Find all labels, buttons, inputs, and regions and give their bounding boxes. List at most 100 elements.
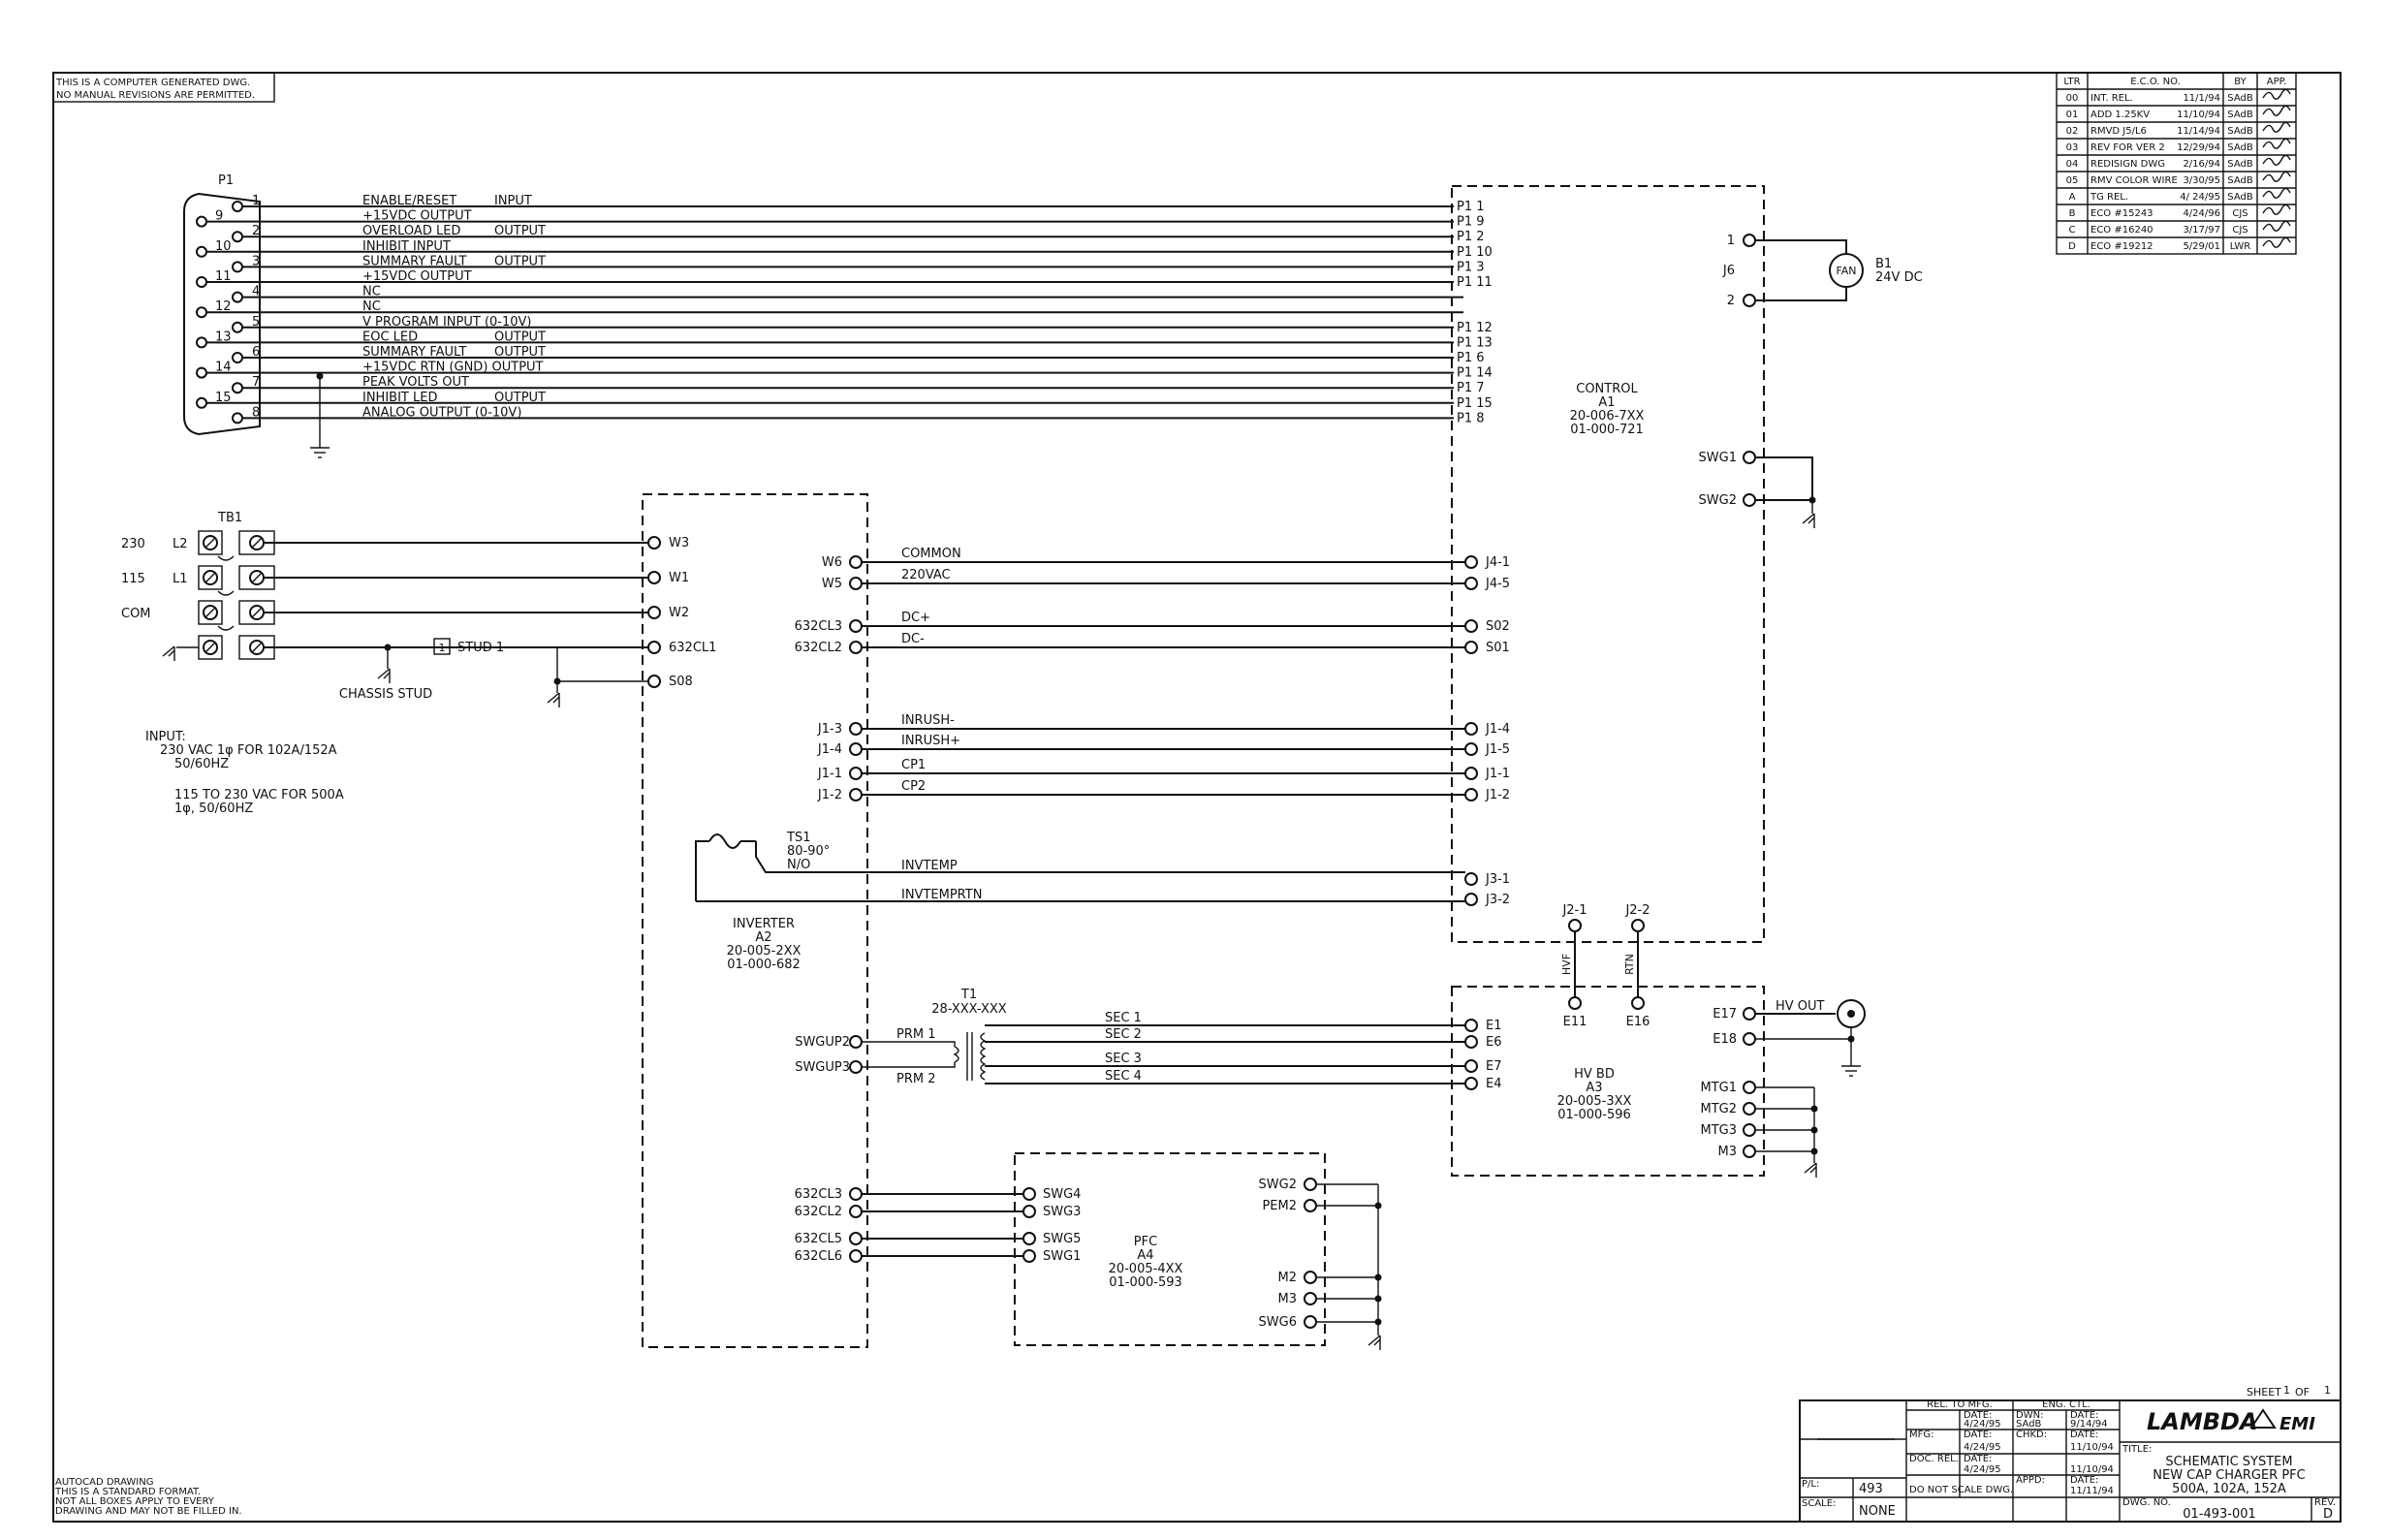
control-pin [1464,767,1478,780]
sheet-number: 1 [2283,1384,2290,1397]
control-pin-label: J4-5 [1485,577,1510,591]
control-box [1451,185,1765,943]
warning-triangle-icon [2249,1408,2277,1429]
hv-pin [1464,1059,1478,1073]
dwn-date-label: DATE: [2070,1410,2098,1421]
rev-eco: INT. REL. [2090,93,2133,104]
tb1-terminal: L2 [173,537,188,551]
t1-part: 28-XXX-XXX [931,1002,1007,1017]
rev-date: 11/1/94 [2183,93,2220,104]
link-wire-label: INRUSH- [901,713,955,728]
screw-icon [203,570,218,585]
tb1-left-cell [198,600,223,625]
rev-eco: RMVD J5/L6 [2090,126,2147,137]
secondary-label: SEC 4 [1105,1069,1142,1084]
pfc-title: PFC [1134,1235,1157,1249]
e17-label: E17 [1713,1007,1737,1021]
link-wire-label: 220VAC [901,568,951,582]
p1-pin-number: 1 [252,194,260,208]
rev-date: 4/ 24/95 [2180,192,2220,203]
control-pin-label: S01 [1486,641,1510,655]
rev-by: SAdB [2227,93,2253,104]
link-wire-label: INRUSH+ [901,734,960,748]
rev-date: 11/10/94 [2177,110,2220,120]
mfg2-date: 4/24/95 [1964,1442,2001,1453]
pn-label: P/L: [1802,1479,1819,1490]
p1-signal-io: OUTPUT [494,254,546,268]
hv-pin-label: E1 [1486,1019,1502,1033]
hv-bd-box [1451,986,1765,1177]
title-line-3: 500A, 102A, 152A [2172,1482,2286,1496]
rev-by: SAdB [2227,192,2253,203]
rev-eco: TG REL. [2090,192,2128,203]
computer-generated-note: THIS IS A COMPUTER GENERATED DWG. NO MAN… [52,72,275,103]
swg2-label: SWG2 [1699,493,1737,508]
rev-approval-signature [2262,154,2291,166]
p1-pin-number: 4 [252,285,260,299]
p1-ground [310,372,330,458]
chkd-label: CHKD: [2016,1430,2047,1440]
inverter-title: INVERTER [733,917,795,931]
control-pin [1464,577,1478,590]
pfc-pin [1022,1232,1036,1245]
tb1-link [217,555,235,561]
screw-slot [251,537,263,549]
mtg-pin [1743,1123,1756,1137]
pfc-part-2: 01-000-593 [1109,1275,1182,1290]
tb1-voltage: 230 [121,537,145,551]
ts1-wire-2: INVTEMPRTN [901,888,982,902]
inverter-pin [849,641,863,654]
input-title: INPUT: [145,730,186,744]
lambda-logo: LAMBDA EMI [2147,1408,2315,1435]
prm2-label: PRM 2 [896,1072,936,1086]
inverter-pin-label: 632CL3 [795,1187,842,1202]
input-line-4: 1φ, 50/60HZ [174,801,253,816]
p1-pin [196,396,207,409]
control-part-1: 20-006-7XX [1570,409,1645,424]
dwn-label: DWN: [2016,1410,2043,1421]
control-pin [1464,641,1478,654]
t1-ref: T1 [960,988,977,1002]
pfc-part-1: 20-005-4XX [1109,1262,1183,1276]
autocad-note: AUTOCAD DRAWING THIS IS A STANDARD FORMA… [54,1477,242,1517]
inverter-terminal-label: W1 [669,571,689,585]
autocad-line-4: DRAWING AND MAY NOT BE FILLED IN. [55,1506,242,1517]
title-line-2: NEW CAP CHARGER PFC [2153,1468,2306,1483]
inverter-terminal [647,641,661,654]
title-block: SHEET 1 OF 1 REL. TO MFG. ENG. CTL. DATE… [1799,1384,2342,1523]
pfc-right-label: M3 [1278,1292,1298,1306]
pfc-pin [1022,1205,1036,1218]
drawing-border [52,72,2342,1523]
rev-by: SAdB [2227,142,2253,153]
p1-signal-dest: P1 2 [1457,230,1485,244]
mfg2-date-label: DATE: [1964,1430,1992,1440]
eng-ctl-label: ENG. CTL. [2042,1399,2090,1410]
pfc-right-label: SWG2 [1259,1178,1297,1192]
swgup2-label: SWGUP2 [795,1035,850,1050]
rev-label: REV. [2314,1497,2336,1508]
inverter-box [642,493,868,1348]
chassis-ground-icon [1804,1162,1817,1178]
p1-signal-dest: P1 7 [1457,381,1485,395]
inverter-pin-label: 632CL3 [795,619,842,634]
pfc-right-pin [1304,1199,1317,1212]
p1-label: P1 [218,173,234,188]
doc-rel-label: DOC. REL. [1909,1454,1959,1464]
link-wire-label: DC- [901,632,925,646]
rev-date: 3/17/97 [2183,225,2220,236]
fan-label: FAN [1836,265,1856,277]
chassis-ground-icon [377,668,391,683]
p1-pin [232,231,243,243]
p1-signal-dest: P1 6 [1457,351,1485,365]
rev-ltr: C [2069,225,2076,236]
mfg-date: 4/24/95 [1964,1419,2001,1430]
rev-table-frame [2056,72,2297,255]
p1-signal-dest: P1 11 [1457,275,1493,290]
t1-transformer: T1 28-XXX-XXX SWGUP2 SWGUP3 PRM 1 PRM 2 [795,988,1007,1086]
inverter-control-links: W6COMMONJ4-1W5220VACJ4-5632CL3DC+S02632C… [795,547,1510,802]
hv-pin [1464,1019,1478,1032]
do-not-scale: DO NOT SCALE DWG. [1909,1485,2013,1495]
